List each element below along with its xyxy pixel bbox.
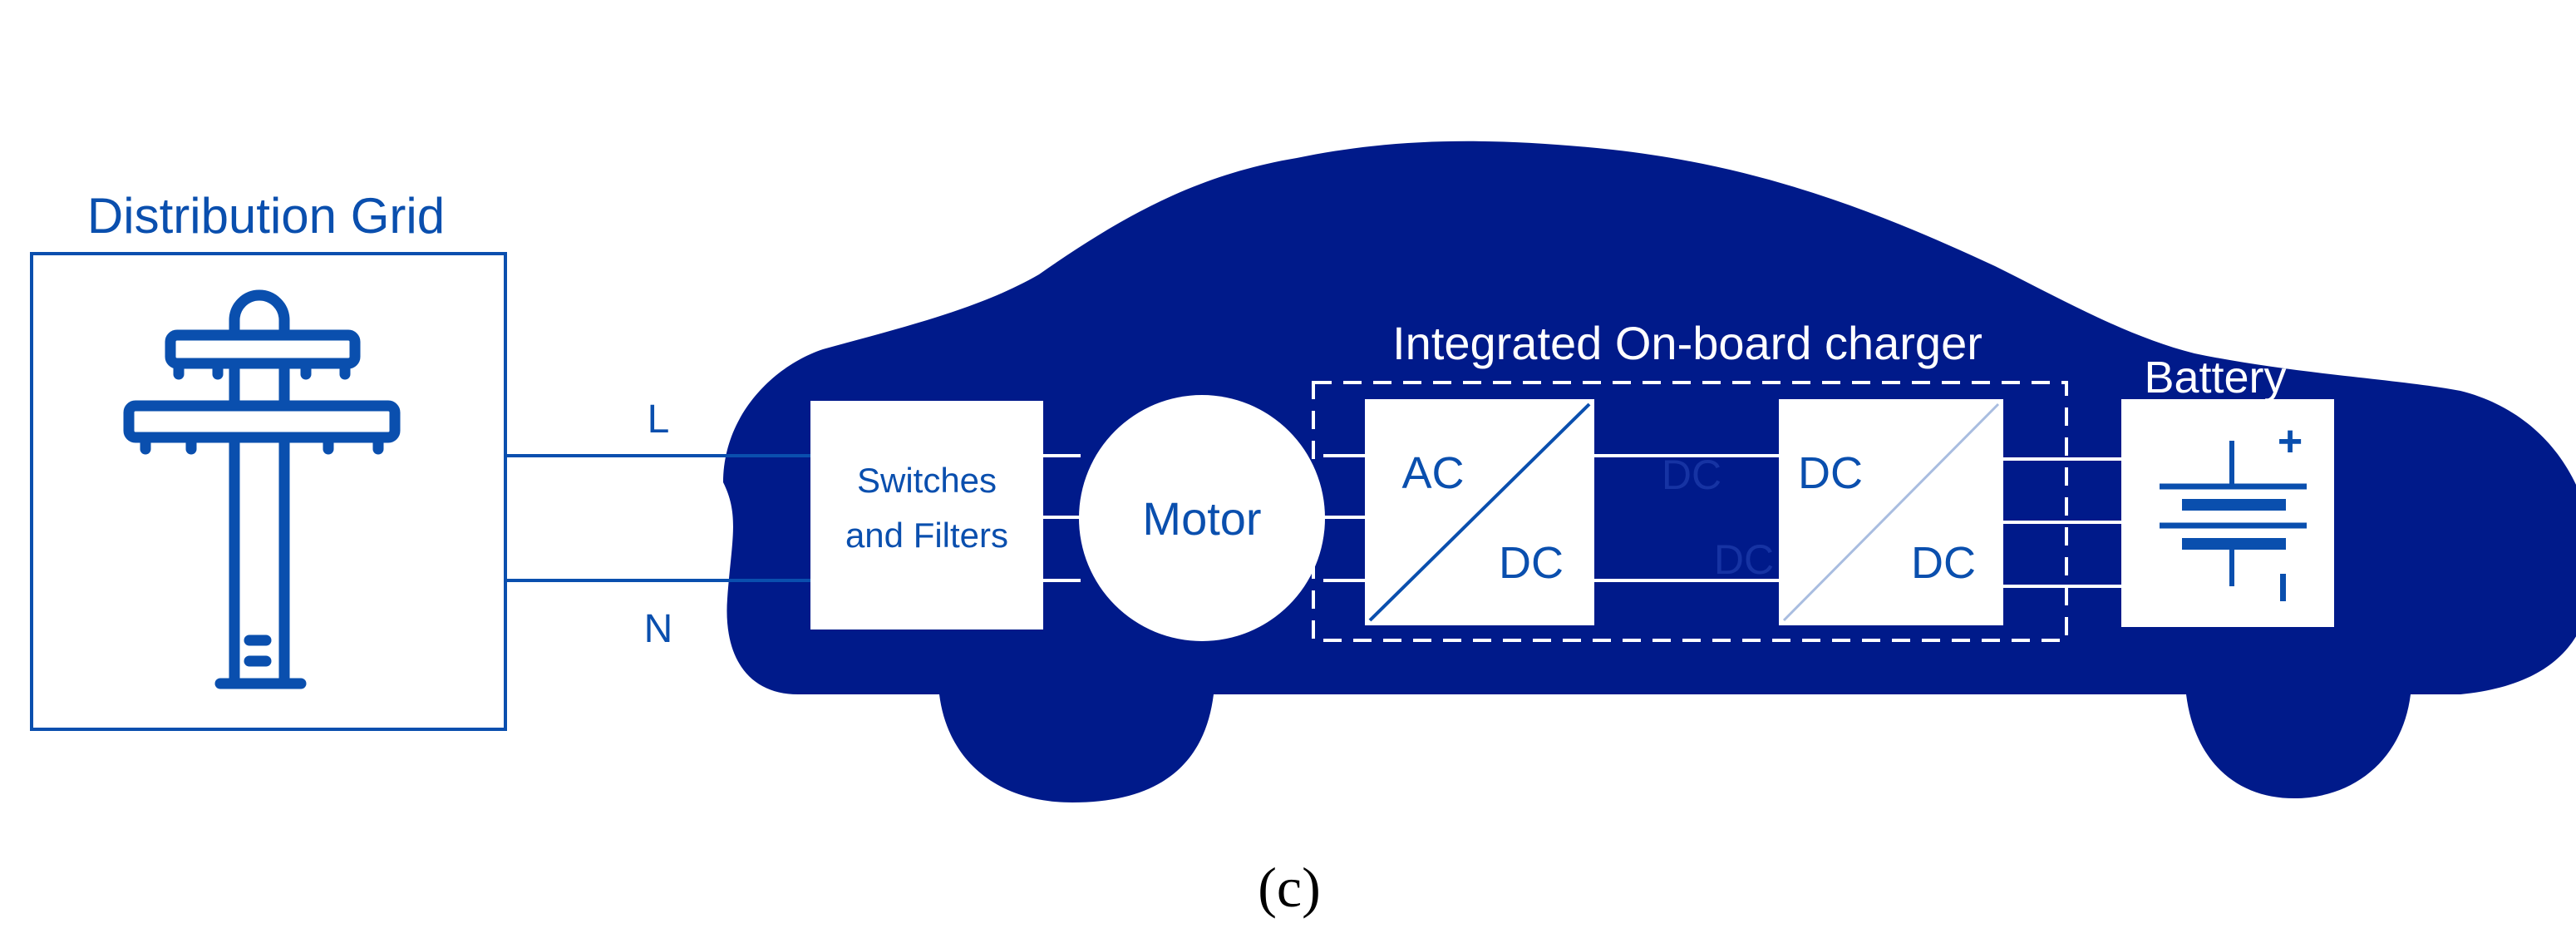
switches-box: [810, 401, 1043, 630]
distribution-grid: Distribution Grid: [30, 188, 507, 731]
live-label: L: [648, 397, 670, 442]
grid-title: Distribution Grid: [87, 188, 445, 244]
internal-wiring: [1043, 454, 2121, 588]
acdc-input-label: AC: [1401, 448, 1464, 498]
acdc-diagonal: [1368, 402, 1591, 622]
switches-label-line2: and Filters: [845, 516, 1008, 555]
battery-label: Battery: [2144, 353, 2286, 402]
grid-box: [30, 252, 507, 731]
charger-dashed-border: [1312, 381, 2068, 642]
battery-plus-label: +: [2278, 417, 2303, 466]
switches-label-line1: Switches: [857, 461, 997, 500]
battery-block: Battery +: [2121, 353, 2334, 627]
motor-label: Motor: [1142, 492, 1261, 545]
motor-block: Motor: [1079, 395, 1325, 641]
charger-title: Integrated On-board charger: [1392, 317, 1982, 369]
battery-minus-icon: [2280, 574, 2286, 601]
dclink-top-label: DC: [1662, 452, 1721, 498]
dcdc-output-label: DC: [1911, 538, 1976, 588]
dcdc-input-label: DC: [1798, 448, 1863, 498]
neutral-label: N: [644, 607, 673, 651]
battery-box: [2121, 399, 2334, 627]
battery-icon: [2160, 441, 2307, 586]
dclink-bottom-label: DC: [1714, 536, 1774, 583]
figure-caption: (c): [1258, 856, 1320, 919]
switches-filters-block: Switches and Filters: [810, 401, 1043, 630]
dcdc-diagonal: [1782, 402, 2000, 622]
acdc-output-label: DC: [1499, 538, 1564, 588]
onboard-charger: Integrated On-board charger AC DC DC DC …: [1312, 317, 2068, 642]
motor-circle: [1079, 395, 1325, 641]
grid-connections: L N: [505, 397, 810, 651]
utility-pole-icon: [123, 289, 401, 689]
